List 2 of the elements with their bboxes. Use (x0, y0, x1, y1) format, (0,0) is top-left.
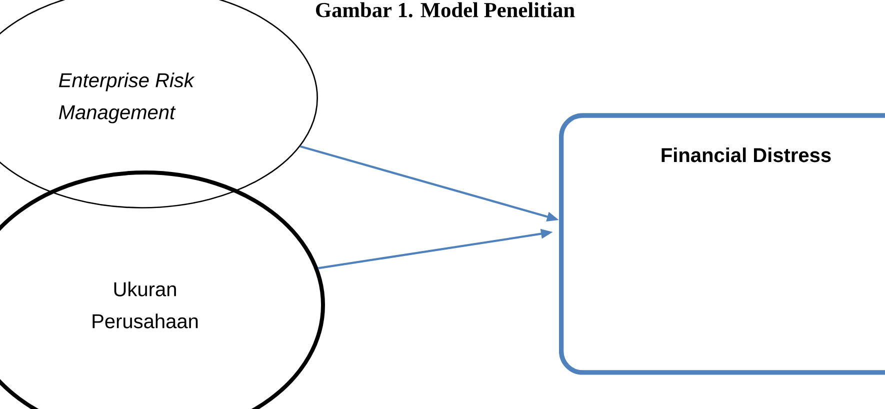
process-box: Financial Distress (558, 113, 885, 375)
title: Gambar 1. Model Penelitian (316, 2, 575, 18)
